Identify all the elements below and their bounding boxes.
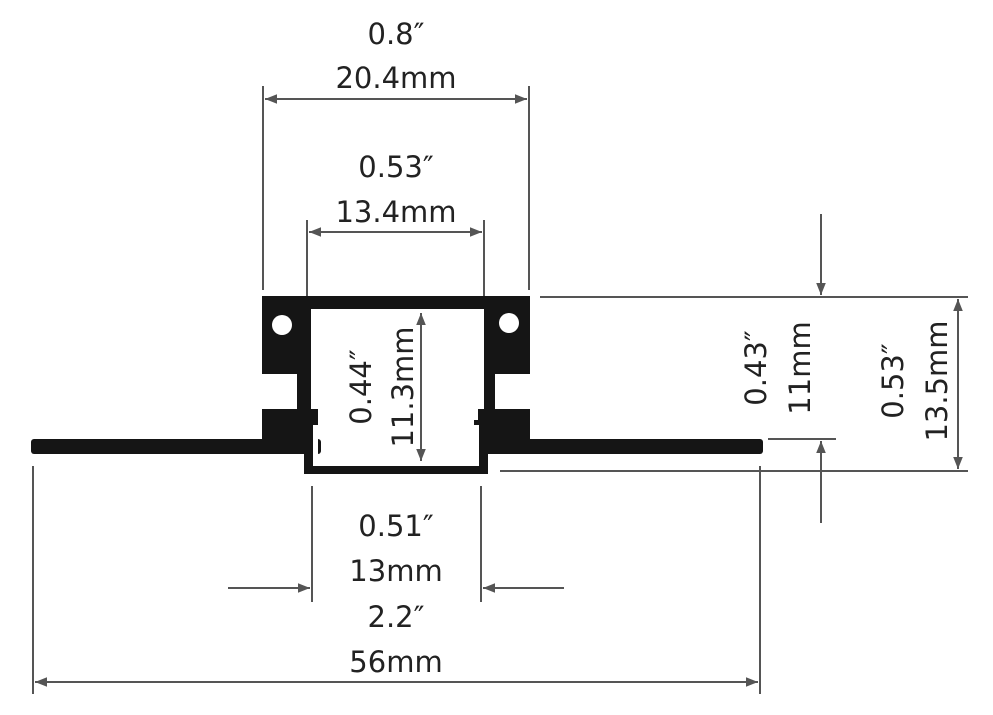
bottom-inner-width-inch: 0.51″ [358,509,434,543]
flange-height-mm: 11mm [783,321,817,414]
inner-depth-mm: 11.3mm [386,326,420,447]
left-wall [262,296,318,454]
right-screw-hole [499,313,519,333]
right-wall [478,296,530,454]
channel-inner-gap [313,425,479,466]
overall-width-mm: 56mm [349,645,442,679]
overall-width-inch: 2.2″ [368,600,425,634]
top-outer-width-inch: 0.8″ [368,17,425,51]
top-outer-width-mm: 20.4mm [335,61,456,95]
inner-depth-inch: 0.44″ [344,349,378,425]
left-screw-hole [272,315,292,335]
total-height-mm: 13.5mm [920,320,954,441]
total-height-inch: 0.53″ [876,343,910,419]
flange-height-inch: 0.43″ [739,330,773,406]
top-inner-width-mm: 13.4mm [335,195,456,229]
dimension-labels: 0.8″ 20.4mm 0.53″ 13.4mm 0.44″ 11.3mm 0.… [335,17,954,679]
dimension-lines [32,86,968,694]
left-flange [31,439,321,454]
bottom-inner-width-mm: 13mm [349,554,442,588]
right-flange [478,439,763,454]
top-inner-width-inch: 0.53″ [358,150,434,184]
top-bar [262,296,530,309]
aluminum-profile [31,296,763,474]
